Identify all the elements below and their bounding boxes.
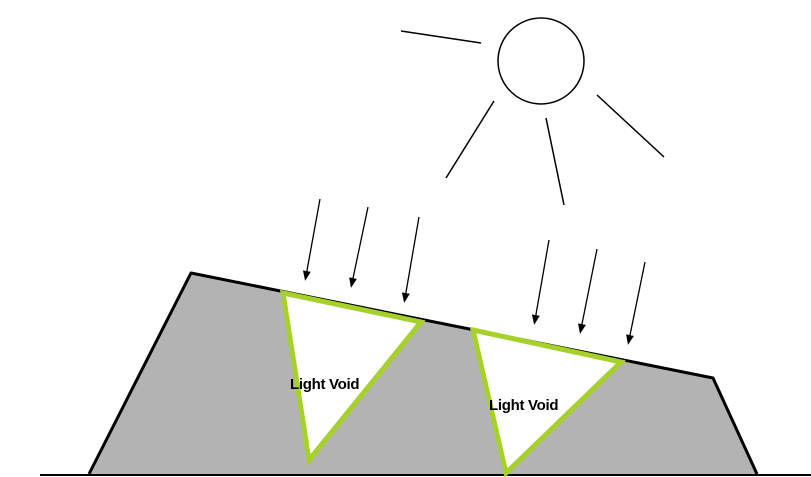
sun-disc bbox=[498, 18, 584, 104]
light-void-label: Light Void bbox=[489, 397, 558, 414]
sun-ray-lower-left bbox=[446, 101, 494, 178]
sun-ray-left bbox=[401, 31, 481, 43]
surface-body bbox=[89, 273, 757, 474]
light-ray-arrow-icon bbox=[629, 262, 645, 340]
light-ray-arrow-icon bbox=[352, 207, 368, 283]
light-ray-arrow-icon bbox=[535, 240, 549, 320]
light-ray-arrow-icon bbox=[405, 217, 419, 298]
light-ray-arrow-icon bbox=[581, 249, 597, 329]
light-void-label: Light Void bbox=[290, 376, 359, 393]
sun-ray-right bbox=[597, 95, 664, 157]
sun-ray-down bbox=[546, 118, 564, 205]
sun-icon bbox=[401, 18, 664, 205]
light-ray-arrow-icon bbox=[306, 199, 320, 276]
